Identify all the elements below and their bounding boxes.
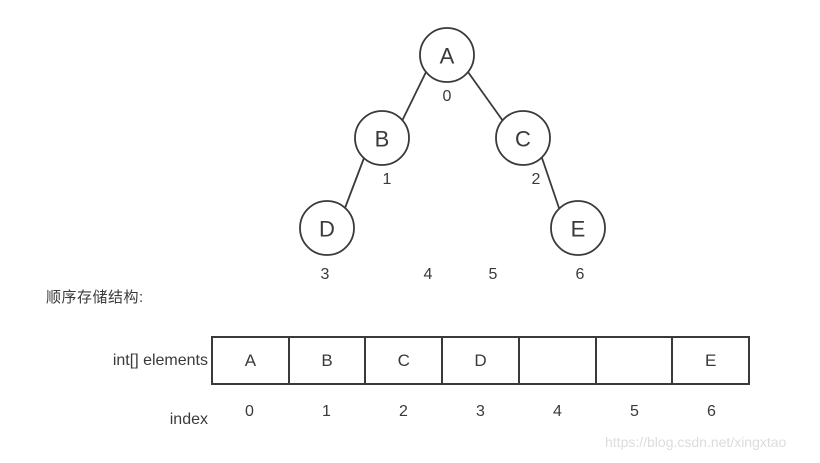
node-circle-a xyxy=(419,27,475,83)
tree-index-label-5: 5 xyxy=(489,266,498,283)
array-cell-3: D xyxy=(443,338,520,383)
tree-index-label-1: 1 xyxy=(383,171,392,188)
array-cell-0: A xyxy=(213,338,290,383)
array-index-4: 4 xyxy=(553,403,562,420)
tree-index-labels: 0 1 2 3 6 4 5 xyxy=(321,88,585,283)
tree-node-a: A xyxy=(419,27,475,83)
node-circle-b xyxy=(354,110,410,166)
tree-index-label-4: 4 xyxy=(424,266,433,283)
tree-edge-a-c xyxy=(467,71,504,122)
node-label-d: D xyxy=(319,217,335,242)
tree-edges xyxy=(344,71,560,209)
node-circle-e xyxy=(550,200,606,256)
tree-node-c: C xyxy=(495,110,551,166)
array-index-5: 5 xyxy=(630,403,639,420)
array-index-0: 0 xyxy=(245,403,254,420)
array-cell-4 xyxy=(520,338,597,383)
tree-node-b: B xyxy=(354,110,410,166)
node-label-b: B xyxy=(375,127,390,152)
tree-nodes: A B C D E xyxy=(299,27,606,256)
tree-node-e: E xyxy=(550,200,606,256)
array-index-2: 2 xyxy=(399,403,408,420)
array-index-6: 6 xyxy=(707,403,716,420)
tree-index-label-0: 0 xyxy=(443,88,452,105)
node-label-a: A xyxy=(440,44,455,69)
index-row-label: index xyxy=(169,411,208,428)
tree-index-label-6: 6 xyxy=(576,266,585,283)
tree-graphic: A B C D E 0 1 2 3 6 4 5 xyxy=(299,27,606,283)
array-cell-1: B xyxy=(290,338,367,383)
watermark-text: https://blog.csdn.net/xingxtao xyxy=(605,434,787,450)
tree-index-label-3: 3 xyxy=(321,266,330,283)
array-index-1: 1 xyxy=(322,403,331,420)
tree-edge-b-d xyxy=(344,157,365,209)
storage-structure-caption: 顺序存储结构: xyxy=(46,289,144,306)
node-circle-c xyxy=(495,110,551,166)
array-index-3: 3 xyxy=(476,403,485,420)
node-label-c: C xyxy=(515,127,531,152)
tree-edge-a-b xyxy=(401,71,427,122)
tree-node-d: D xyxy=(299,200,355,256)
array-index-row: 0 1 2 3 4 5 6 xyxy=(211,403,750,421)
array-cell-6: E xyxy=(705,350,717,370)
node-circle-d xyxy=(299,200,355,256)
node-label-e: E xyxy=(571,217,586,242)
array-cell-5 xyxy=(597,338,674,383)
elements-row-label: int[] elements xyxy=(112,352,208,369)
array-cell-2: C xyxy=(366,338,444,383)
tree-edge-c-e xyxy=(541,157,560,209)
tree-index-label-2: 2 xyxy=(532,171,541,188)
